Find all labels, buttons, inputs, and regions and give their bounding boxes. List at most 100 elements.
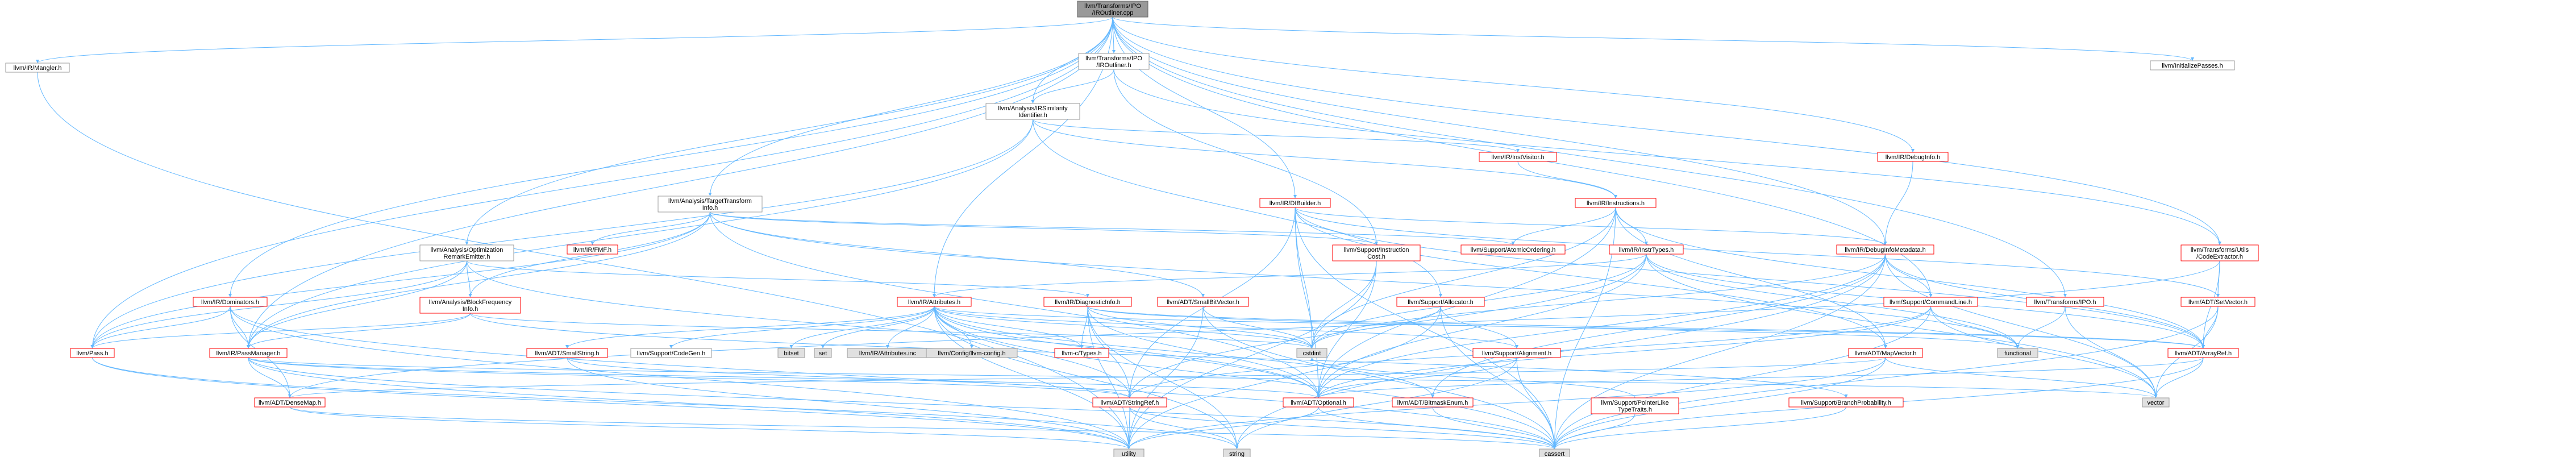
edge-arrow [708,193,712,196]
node-smallstring[interactable]: llvm/ADT/SmallString.h [526,348,608,358]
node-bitmaskenum[interactable]: llvm/ADT/BitmaskEnum.h [1392,397,1474,408]
node-instrtypes[interactable]: llvm/IR/InstrTypes.h [1609,244,1684,255]
node-attributes[interactable]: llvm/IR/Attributes.h [897,297,972,307]
node-box [2142,397,2170,408]
node-utility[interactable]: utility [1113,448,1145,457]
edge-arrow [821,345,825,348]
node-mangler[interactable]: llvm/IR/Mangler.h [5,63,70,73]
node-dibuilder[interactable]: llvm/IR/DIBuilder.h [1259,198,1331,208]
node-string[interactable]: string [1223,448,1251,457]
node-label: llvm/IR/DIBuilder.h [1270,200,1321,207]
node-label: TypeTraits.h [1618,406,1652,413]
node-alignment[interactable]: llvm/Support/Alignment.h [1472,348,1561,358]
node-stringref[interactable]: llvm/ADT/StringRef.h [1092,397,1167,408]
node-box [1539,448,1570,457]
edge-arrow [1235,446,1239,449]
edge-irsim-to-passh [92,119,1033,349]
node-instvisitor[interactable]: llvm/IR/InstVisitor.h [1479,152,1557,162]
node-optremark[interactable]: llvm/Analysis/OptimizationRemarkEmitter.… [419,244,514,261]
node-label: utility [1122,451,1137,457]
node-smallbitvec[interactable]: llvm/ADT/SmallBitVector.h [1157,297,1249,307]
node-functional[interactable]: functional [1997,348,2038,358]
node-root[interactable]: llvm/Transforms/IPO/IROutliner.cpp [1077,1,1148,18]
edge-iroutlinerh-to-codeextract [1113,69,2220,246]
edge-arrow [2154,394,2158,398]
edge-diaginfo-to-arrayref [1087,306,2204,349]
edge-arrow [1112,50,1116,53]
node-label: llvm/ADT/StringRef.h [1101,400,1159,406]
node-iroutlinerh[interactable]: llvm/Transforms/IPO/IROutliner.h [1078,53,1150,70]
node-diaginfo[interactable]: llvm/IR/DiagnosticInfo.h [1043,297,1132,307]
node-box [70,348,115,358]
node-densemap[interactable]: llvm/ADT/DenseMap.h [254,397,326,408]
node-ipoh[interactable]: llvm/Transforms/IPO.h [2026,297,2104,307]
node-llvmconfig[interactable]: llvm/Config/llvm-config.h [926,348,1018,358]
node-codegen[interactable]: llvm/Support/CodeGen.h [630,348,712,358]
edge-mangler-to-utility [37,72,1129,450]
node-set[interactable]: set [814,348,832,358]
node-arrayref[interactable]: llvm/ADT/ArrayRef.h [2167,348,2239,358]
edge-tti-to-smallbitvec [710,211,1204,298]
node-branchprob[interactable]: llvm/Support/BranchProbability.h [1788,397,1904,408]
node-box [897,297,972,307]
node-allocator[interactable]: llvm/Support/Allocator.h [1396,297,1485,307]
edge-stringref-to-cassert [1129,406,1555,450]
node-label: llvm/IR/DebugInfoMetadata.h [1845,247,1925,254]
node-cmdline[interactable]: llvm/Support/CommandLine.h [1883,297,1978,307]
node-codeextract[interactable]: llvm/Transforms/Utils/CodeExtractor.h [2180,244,2259,261]
node-vector[interactable]: vector [2142,397,2170,408]
node-passh[interactable]: llvm/Pass.h [70,348,115,358]
node-box [2180,244,2259,261]
node-cassert[interactable]: cassert [1539,448,1570,457]
edge-ptrlike-to-cstdint [1312,357,1636,398]
node-cstdint[interactable]: cstdint [1296,348,1327,358]
edge-arrow [1128,394,1131,398]
node-atomicord[interactable]: llvm/Support/AtomicOrdering.h [1460,244,1566,255]
edge-arrow [1884,345,1887,348]
edge-codeextract-to-densemap [289,260,2220,398]
node-instructions[interactable]: llvm/IR/Instructions.h [1575,198,1657,208]
edge-allocator-to-alignment [1440,306,1517,349]
edge-root-to-dim [1112,16,1886,246]
node-dim[interactable]: llvm/IR/DebugInfoMetadata.h [1836,244,1934,255]
edge-arrow [1293,195,1297,198]
edge-arrow [1516,149,1520,152]
node-debuginfo[interactable]: llvm/IR/DebugInfo.h [1877,152,1949,162]
node-bitset[interactable]: bitset [777,348,805,358]
edge-dim-to-cmdline [1885,254,1931,298]
edge-optremark-to-passmgr [248,260,467,349]
edge-dim-to-vector [1885,254,2156,398]
node-label: llvm/IR/Attributes.h [908,299,960,306]
edge-bfi-to-passmgr [248,313,471,349]
edge-attributes-to-cassert [934,306,1555,450]
edge-root-to-dominators [230,16,1113,298]
node-initpasses[interactable]: llvm/InitializePasses.h [2150,60,2235,70]
node-passmgr[interactable]: llvm/IR/PassManager.h [209,348,288,358]
node-attrinc[interactable]: llvm/IR/Attributes.inc [847,348,929,358]
node-box [1296,348,1327,358]
node-dominators[interactable]: llvm/IR/Dominators.h [193,297,268,307]
node-ctypes[interactable]: llvm-c/Types.h [1054,348,1109,358]
node-optional[interactable]: llvm/ADT/Optional.h [1283,397,1354,408]
edge-passmgr-to-stringref [248,357,1130,398]
node-mapvector[interactable]: llvm/ADT/MapVector.h [1848,348,1923,358]
node-fmf[interactable]: llvm/IR/FMF.h [567,244,618,255]
node-box [1157,297,1249,307]
node-label: llvm/IR/InstrTypes.h [1619,247,1674,254]
edge-root-to-dibuilder [1112,16,1296,199]
node-label: llvm/Support/BranchProbability.h [1801,400,1891,406]
edge-allocator-to-cassert [1440,306,1555,450]
node-label: llvm/Support/PointerLike [1601,400,1668,406]
node-setvector[interactable]: llvm/ADT/SetVector.h [2180,297,2255,307]
edge-arrow [1553,446,1557,449]
node-box [526,348,608,358]
edge-smallbitvec-to-utility [1129,306,1204,450]
edge-allocator-to-utility [1129,306,1441,450]
edge-setvector-to-cassert [1554,306,2219,450]
edge-arrow [1086,294,1089,297]
